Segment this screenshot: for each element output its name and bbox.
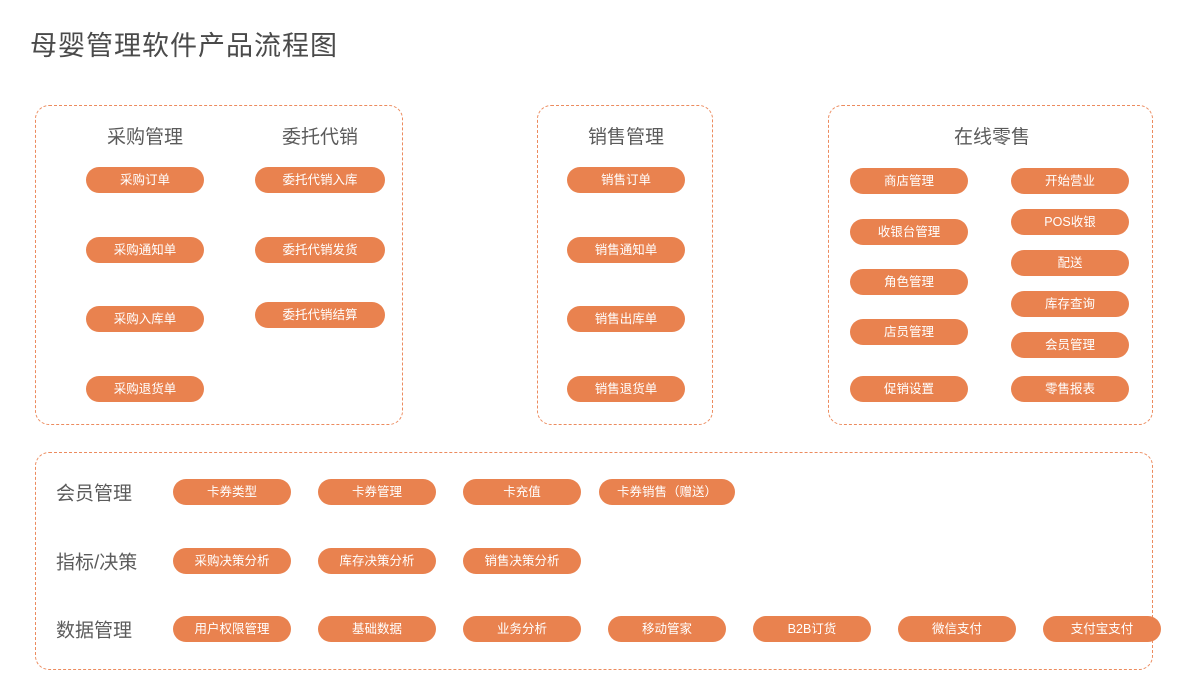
pill-sales-return[interactable]: 销售退货单: [567, 376, 685, 402]
pill-business-analysis[interactable]: 业务分析: [463, 616, 581, 642]
pill-basic-data[interactable]: 基础数据: [318, 616, 436, 642]
pill-consignment-settlement[interactable]: 委托代销结算: [255, 302, 385, 328]
pill-sales-order[interactable]: 销售订单: [567, 167, 685, 193]
pill-user-permission-management[interactable]: 用户权限管理: [173, 616, 291, 642]
pill-promotion-settings[interactable]: 促销设置: [850, 376, 968, 402]
pill-card-recharge[interactable]: 卡充值: [463, 479, 581, 505]
pill-purchase-inbound[interactable]: 采购入库单: [86, 306, 204, 332]
pill-inventory-query[interactable]: 库存查询: [1011, 291, 1129, 317]
pill-delivery[interactable]: 配送: [1011, 250, 1129, 276]
pill-clerk-management[interactable]: 店员管理: [850, 319, 968, 345]
column-title-consignment: 委托代销: [281, 127, 359, 148]
pill-purchase-return[interactable]: 采购退货单: [86, 376, 204, 402]
column-title-online-retail: 在线零售: [953, 127, 1031, 148]
panel-sales-management: 销售管理 销售订单 销售通知单 销售出库单 销售退货单: [537, 105, 713, 425]
pill-sales-decision-analysis[interactable]: 销售决策分析: [463, 548, 581, 574]
panel-purchase-management: 采购管理 委托代销 采购订单 采购通知单 采购入库单 采购退货单 委托代销入库 …: [35, 105, 403, 425]
pill-purchase-order[interactable]: 采购订单: [86, 167, 204, 193]
pill-b2b-ordering[interactable]: B2B订货: [753, 616, 871, 642]
pill-start-business[interactable]: 开始营业: [1011, 168, 1129, 194]
pill-card-management[interactable]: 卡券管理: [318, 479, 436, 505]
pill-purchase-decision-analysis[interactable]: 采购决策分析: [173, 548, 291, 574]
pill-wechat-pay[interactable]: 微信支付: [898, 616, 1016, 642]
panel-online-retail: 在线零售 商店管理 收银台管理 角色管理 店员管理 促销设置 开始营业 POS收…: [828, 105, 1153, 425]
pill-purchase-notice[interactable]: 采购通知单: [86, 237, 204, 263]
pill-store-management[interactable]: 商店管理: [850, 168, 968, 194]
pill-member-management[interactable]: 会员管理: [1011, 332, 1129, 358]
pill-sales-notice[interactable]: 销售通知单: [567, 237, 685, 263]
pill-inventory-decision-analysis[interactable]: 库存决策分析: [318, 548, 436, 574]
pill-alipay-pay[interactable]: 支付宝支付: [1043, 616, 1161, 642]
row-label-member-management: 会员管理: [56, 483, 133, 505]
page-title: 母婴管理软件产品流程图: [30, 31, 338, 61]
pill-pos-checkout[interactable]: POS收银: [1011, 209, 1129, 235]
pill-retail-report[interactable]: 零售报表: [1011, 376, 1129, 402]
pill-role-management[interactable]: 角色管理: [850, 269, 968, 295]
pill-card-sales-gift[interactable]: 卡券销售（赠送）: [599, 479, 735, 505]
pill-consignment-inbound[interactable]: 委托代销入库: [255, 167, 385, 193]
pill-card-type[interactable]: 卡券类型: [173, 479, 291, 505]
pill-sales-outbound[interactable]: 销售出库单: [567, 306, 685, 332]
column-title-purchase: 采购管理: [106, 127, 184, 148]
pill-cashier-desk-management[interactable]: 收银台管理: [850, 219, 968, 245]
pill-mobile-steward[interactable]: 移动管家: [608, 616, 726, 642]
row-label-data-management: 数据管理: [56, 620, 133, 642]
pill-consignment-shipment[interactable]: 委托代销发货: [255, 237, 385, 263]
row-label-metrics-decision: 指标/决策: [56, 552, 138, 574]
panel-platform-services: 会员管理 卡券类型 卡券管理 卡充值 卡券销售（赠送） 指标/决策 采购决策分析…: [35, 452, 1161, 670]
column-title-sales: 销售管理: [587, 127, 665, 148]
